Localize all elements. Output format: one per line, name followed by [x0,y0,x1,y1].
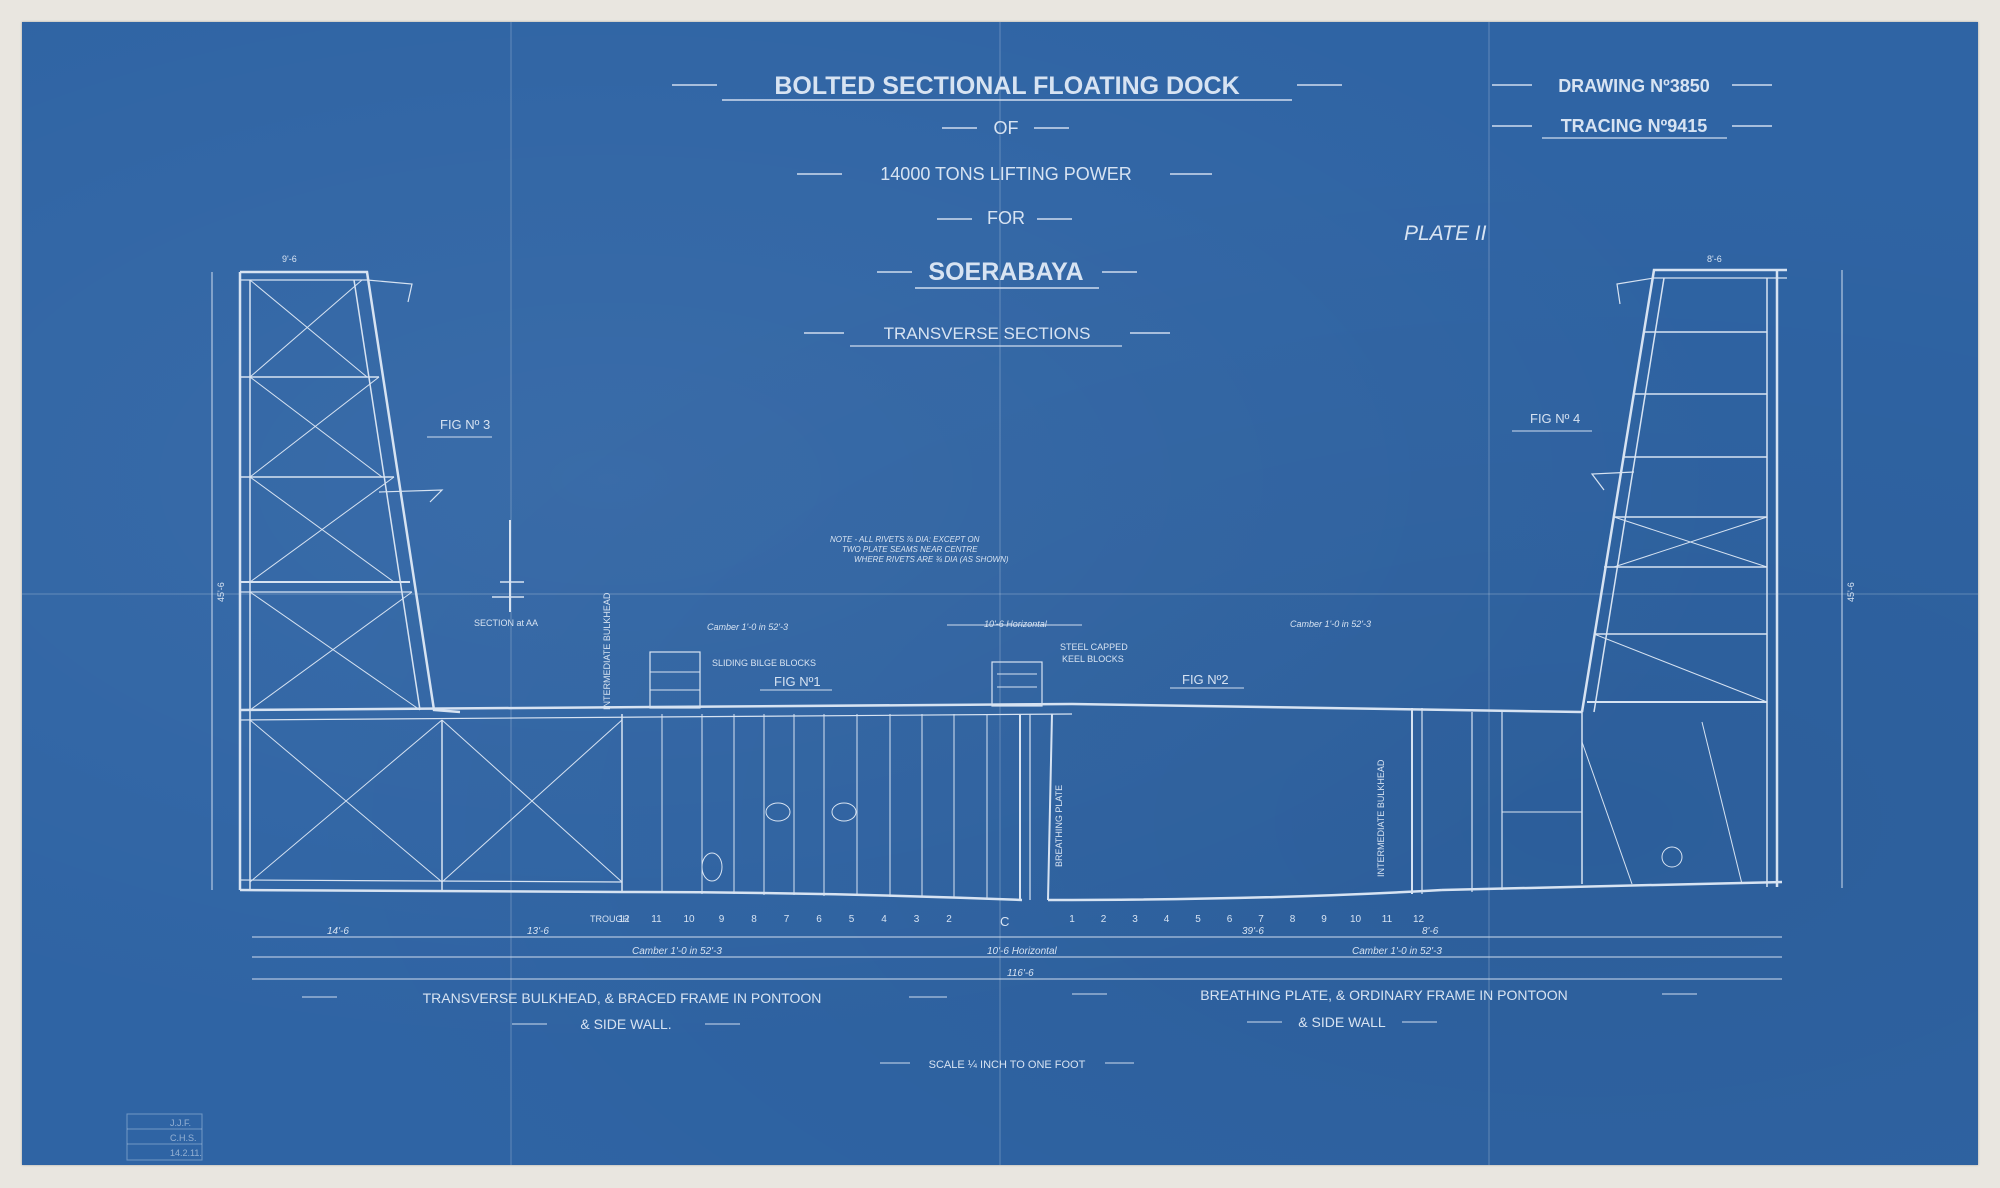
pontoon-right [1047,702,1783,902]
frame-number-left-7: 7 [784,914,790,925]
title-sections: TRANSVERSE SECTIONS [884,324,1091,343]
frame-number-left-6: 6 [816,914,822,925]
frame-number-right-8: 8 [1290,914,1296,925]
horizontal-top: 10'-6 Horizontal [984,619,1048,629]
frame-number-right-2: 2 [1101,914,1107,925]
left-side-wall [238,270,461,890]
blueprint-drawing: BOLTED SECTIONAL FLOATING DOCK OF 14000 … [22,22,1978,1165]
stamp-line-2: C.H.S. [170,1133,197,1143]
sliding-bilge-blocks-label: SLIDING BILGE BLOCKS [712,658,816,668]
fig-3-label: FIG Nº 3 [440,417,490,432]
drawing-numbers: DRAWING Nº3850 TRACING Nº9415 PLATE II [1404,76,1772,245]
centre-mark: C [1000,914,1009,929]
trough-label: TROUGH [590,914,629,924]
frame-number-right-11: 11 [1382,914,1393,925]
fig-4-label: FIG Nº 4 [1530,411,1580,426]
drawing-number: DRAWING Nº3850 [1558,76,1710,96]
fig-2-label: FIG Nº2 [1182,672,1229,687]
keel-blocks-label-2: KEEL BLOCKS [1062,654,1124,664]
title-place: SOERABAYA [928,258,1083,286]
section-aa-label: SECTION at AA [474,618,538,628]
horizontal-bottom: 10'-6 Horizontal [987,946,1058,957]
title-block: BOLTED SECTIONAL FLOATING DOCK OF 14000 … [672,72,1342,347]
camber-right-top: Camber 1'-0 in 52'-3 [1290,619,1371,629]
dim-top-right: 8'-6 [1707,254,1722,264]
frame-number-left-2: 2 [946,914,952,925]
frame-number-left-3: 3 [914,914,920,925]
annotations: NOTE - ALL RIVETS ⅞ DIA: EXCEPT ON TWO P… [211,254,1856,929]
frame-number-right-12: 12 [1413,914,1425,925]
height-left: 45'-6 [216,582,226,602]
height-right: 45'-6 [1846,582,1856,602]
stamp-line-1: J.J.F. [170,1118,191,1128]
frame-number-right-10: 10 [1350,914,1362,925]
caption-right-2: & SIDE WALL [1298,1014,1386,1030]
frame-number-right-6: 6 [1227,914,1233,925]
frame-number-left-8: 8 [751,914,757,925]
overall-width: 116'-6 [1007,968,1034,979]
dim-13-6: 13'-6 [527,926,549,937]
frame-number-right-9: 9 [1321,914,1327,925]
title-for: FOR [987,208,1025,228]
frame-number-left-12: 12 [618,914,630,925]
frame-number-right-3: 3 [1132,914,1138,925]
fig-1-label: FIG Nº1 [774,674,821,689]
camber-left-top: Camber 1'-0 in 52'-3 [707,622,788,632]
title-capacity: 14000 TONS LIFTING POWER [880,164,1131,184]
frame-number-left-5: 5 [849,914,855,925]
frame-number-right-7: 7 [1258,914,1264,925]
frame-numbers-left: 12 11 10 9 8 7 6 5 4 3 2 [618,914,952,925]
frame-number-left-11: 11 [651,914,662,925]
note-line-1: NOTE - ALL RIVETS ⅞ DIA: EXCEPT ON [830,535,980,544]
frame-number-left-9: 9 [719,914,725,925]
intermediate-bulkhead-left: INTERMEDIATE BULKHEAD [602,592,612,710]
title-main: BOLTED SECTIONAL FLOATING DOCK [774,72,1239,100]
frame-number-right-5: 5 [1195,914,1201,925]
dimensions-bottom: 14'-6 13'-6 39'-6 8'-6 Camber 1'-0 in 52… [252,926,1782,980]
note-line-3: WHERE RIVETS ARE ¾ DIA (AS SHOWN) [854,555,1009,564]
breathing-plate-label: BREATHING PLATE [1054,785,1064,867]
scale-caption: SCALE ¼ INCH TO ONE FOOT [929,1059,1086,1071]
dim-39-6: 39'-6 [1242,926,1264,937]
tracing-number: TRACING Nº9415 [1561,116,1708,136]
blueprint-sheet: BOLTED SECTIONAL FLOATING DOCK OF 14000 … [22,22,1978,1165]
frame-number-left-10: 10 [683,914,695,925]
signature-stamp: J.J.F. C.H.S. 14.2.11. [126,1113,203,1161]
plate-number: PLATE II [1404,222,1487,245]
figure-labels: FIG Nº 3 FIG Nº 4 FIG Nº1 FIG Nº2 [427,411,1592,691]
captions: TRANSVERSE BULKHEAD, & BRACED FRAME IN P… [302,987,1697,1071]
right-side-wall [1580,268,1787,887]
caption-left-2: & SIDE WALL. [580,1016,671,1032]
caption-right-1: BREATHING PLATE, & ORDINARY FRAME IN PON… [1200,987,1567,1003]
camber-right-bottom: Camber 1'-0 in 52'-3 [1352,946,1442,957]
pontoon-left [239,651,1073,902]
dim-14-6: 14'-6 [327,926,349,937]
note-line-2: TWO PLATE SEAMS NEAR CENTRE [842,545,978,554]
dim-8-6: 8'-6 [1422,926,1439,937]
frame-number-right-1: 1 [1069,914,1075,925]
camber-left-bottom: Camber 1'-0 in 52'-3 [632,946,722,957]
dim-top-left: 9'-6 [282,254,297,264]
title-of: OF [994,118,1019,138]
keel-blocks-label-1: STEEL CAPPED [1060,642,1128,652]
intermediate-bulkhead-right: INTERMEDIATE BULKHEAD [1376,759,1386,877]
frame-number-right-4: 4 [1164,914,1170,925]
caption-left-1: TRANSVERSE BULKHEAD, & BRACED FRAME IN P… [423,990,822,1006]
stamp-line-3: 14.2.11. [170,1148,202,1158]
section-aa-detail: SECTION at AA [474,520,538,628]
frame-number-left-4: 4 [881,914,887,925]
